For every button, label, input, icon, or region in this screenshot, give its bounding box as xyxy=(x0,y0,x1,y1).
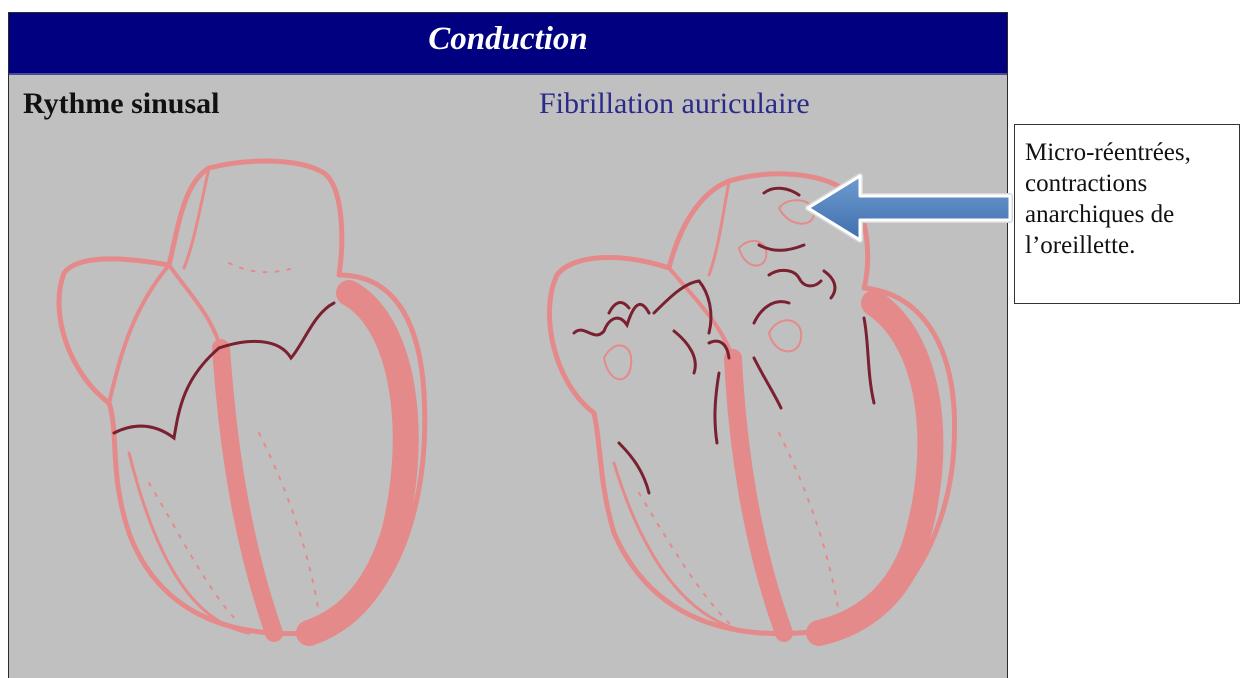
dotted-trace xyxy=(639,493,729,623)
heart-sinus-rhythm xyxy=(59,161,425,634)
heading-sinus-rhythm: Rythme sinusal xyxy=(23,87,219,121)
atrial-loop xyxy=(739,241,766,266)
callout-line: contractions xyxy=(1025,168,1237,199)
chamber-wall xyxy=(109,265,169,403)
callout-arrow xyxy=(800,170,1015,250)
chamber-wall xyxy=(169,265,219,343)
callout-line: anarchiques de xyxy=(1025,199,1237,230)
callout-line: l’oreillette. xyxy=(1025,230,1237,261)
atrium-wall xyxy=(709,181,729,275)
septum xyxy=(221,348,274,633)
heading-atrial-fibrillation: Fibrillation auriculaire xyxy=(539,87,810,121)
slide-panel: Conduction xyxy=(8,12,1008,678)
atrial-loop xyxy=(769,320,801,351)
ventricle-wall xyxy=(819,303,930,633)
ventricle-inner xyxy=(614,463,754,633)
callout-text: Micro-réentrées, contractions anarchique… xyxy=(1025,137,1237,261)
callout-line: Micro-réentrées, xyxy=(1025,137,1237,168)
dotted-trace xyxy=(779,433,839,613)
atrial-loop xyxy=(604,345,631,379)
dotted-trace xyxy=(229,263,294,272)
ventricle-wall xyxy=(309,293,406,633)
callout-box: Micro-réentrées, contractions anarchique… xyxy=(1014,124,1240,304)
